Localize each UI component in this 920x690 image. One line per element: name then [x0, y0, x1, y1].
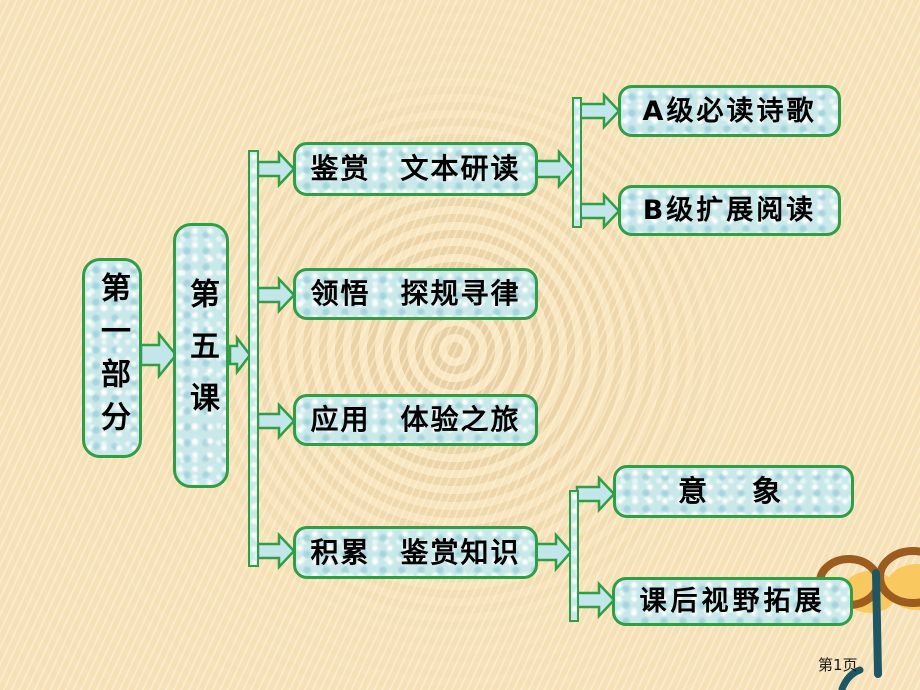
node-leaf-b-level-reading-label: B级扩展阅读	[642, 195, 817, 226]
page-number: 第1页	[818, 656, 858, 674]
node-branch-application-label: 应用 体验之旅	[310, 403, 521, 436]
node-leaf-imagery: 意 象	[613, 465, 854, 518]
node-lesson-five: 第五课	[173, 223, 229, 488]
node-leaf-after-class-label: 课后视野拓展	[639, 586, 826, 617]
node-leaf-imagery-label: 意 象	[677, 474, 789, 508]
arrow-to-branch-4	[256, 531, 296, 571]
arrow-to-branch-2	[256, 275, 296, 315]
leaf-bracket-bar-top	[572, 97, 582, 228]
arrow-to-leaf-a	[578, 91, 621, 131]
node-leaf-b-level-reading: B级扩展阅读	[618, 185, 841, 236]
arrow-to-leaf-after-class	[575, 580, 616, 620]
arrow-root-to-lesson	[139, 330, 178, 380]
decoration-leaf-stroke	[838, 666, 864, 690]
node-branch-appreciation: 鉴赏 文本研读	[293, 142, 538, 196]
arrow-to-branch-1	[256, 149, 296, 189]
decoration-stem	[872, 569, 882, 678]
arrow-to-leaf-imagery	[575, 474, 616, 514]
node-leaf-a-level-poems: A级必读诗歌	[618, 85, 841, 137]
leaf-bracket-bar-bottom	[569, 490, 579, 622]
arrow-to-leaf-b	[578, 191, 621, 231]
node-part-one-label: 第一部分	[95, 272, 130, 444]
node-lesson-five-label: 第五课	[184, 277, 219, 434]
node-branch-accumulation: 积累 鉴赏知识	[293, 526, 538, 579]
node-branch-application: 应用 体验之旅	[293, 394, 538, 446]
node-branch-comprehension-label: 领悟 探规寻律	[310, 277, 521, 310]
arrow-to-branch-3	[256, 401, 296, 441]
node-branch-appreciation-label: 鉴赏 文本研读	[310, 152, 521, 185]
node-branch-accumulation-label: 积累 鉴赏知识	[310, 535, 521, 569]
arrow-branch4-to-bracket	[534, 531, 573, 573]
node-leaf-after-class: 课后视野拓展	[612, 577, 853, 626]
node-leaf-a-level-poems-label: A级必读诗歌	[642, 95, 817, 127]
node-part-one: 第一部分	[82, 258, 142, 458]
node-branch-comprehension: 领悟 探规寻律	[293, 268, 538, 320]
branch-bracket-bar	[248, 150, 259, 567]
arrow-lesson-to-bracket	[228, 334, 252, 376]
arrow-branch1-to-bracket	[534, 148, 576, 190]
